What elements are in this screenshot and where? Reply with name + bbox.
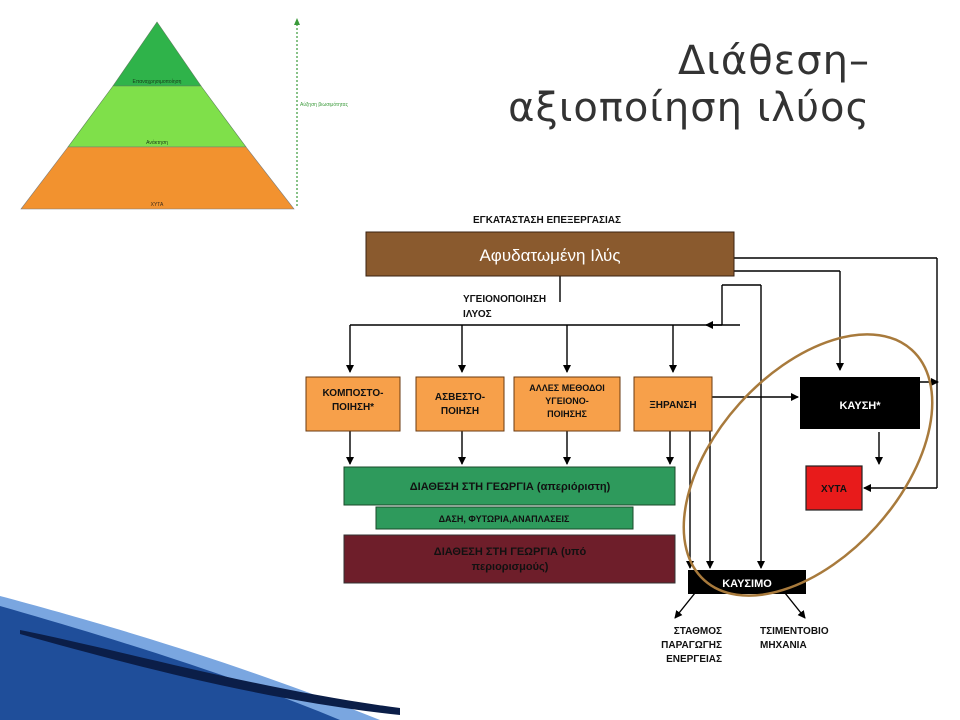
swoosh-main-band [0,606,340,720]
slide-title-line1: Διάθεση– [677,38,870,84]
drying-box [633,376,713,432]
agri-restricted-box [343,534,676,584]
agri-unrestricted-label: ΔΙΑΘΕΣΗ ΣΤΗ ΓΕΩΡΓΙΑ (απεριόριστη) [410,481,611,493]
other-methods-label-line3: ΠΟΙΗΣΗΣ [547,409,587,419]
cement-kiln-label-line2: ΜΗΧΑΝΙΑ [760,640,807,651]
power-station-label-line3: ΕΝΕΡΓΕΙΑΣ [666,654,722,665]
thermal-routes-highlight [682,333,934,597]
composting-label-line2: ΠΟΙΗΣΗ* [332,402,374,413]
pyramid-level-recovery [67,85,247,148]
agri-unrestricted-box [343,466,676,506]
composting-label-line1: ΚΟΜΠΟΣΤΟ- [323,388,384,399]
liming-label-line2: ΠΟΙΗΣΗ [441,406,479,417]
incineration-label: ΚΑΥΣΗ* [839,400,881,412]
sludge-flowchart: ΕΓΚΑΤΑΣΤΑΣΗ ΕΠΕΞΕΡΓΑΣΙΑΣ Αφυδατωμένη Ιλύ… [305,215,939,665]
liming-box [415,376,505,432]
fuel-label: ΚΑΥΣΙΜΟ [722,578,772,590]
sludge-box-label: Αφυδατωμένη Ιλύς [479,246,620,265]
other-methods-label-line2: ΥΓΕΙΟΝΟ- [545,396,588,406]
decorative-swoosh [0,596,400,720]
incineration-box [800,377,920,429]
sustainability-axis-arrowhead-icon [294,18,300,25]
other-methods-box [513,376,621,432]
swoosh-dark-band [20,630,400,715]
pyramid-label-reuse: Επαναχρησιμοποίηση [133,79,182,85]
sludge-box [365,231,735,277]
drying-label: ΞΗΡΑΝΣΗ [649,400,696,411]
agri-restricted-label-line2: περιορισμούς) [472,561,549,573]
sanitization-label-line1: ΥΓΕΙΟΝΟΠΟΙΗΣΗ [463,294,546,305]
power-station-label-line2: ΠΑΡΑΓΩΓΗΣ [661,640,722,651]
cement-kiln-label-line1: ΤΣΙΜΕΝΤΟΒΙΟ [760,626,829,637]
forests-box [375,506,634,530]
landfill-label: ΧΥΤΑ [821,484,847,495]
forests-label: ΔΑΣΗ, ΦΥΤΩΡΙΑ,ΑΝΑΠΛΑΣΕΙΣ [439,514,570,524]
liming-label-line1: ΑΣΒΕΣΤΟ- [435,392,485,403]
pyramid-level-landfill [20,146,295,210]
pyramid-label-recovery: Ανάκτηση [146,139,168,146]
slide-title-line2: αξιοποίηση ιλύος [508,85,870,131]
agri-restricted-label-line1: ΔΙΑΘΕΣΗ ΣΤΗ ΓΕΩΡΓΙΑ (υπό [434,546,587,558]
sustainability-pyramid: Επαναχρησιμοποίηση Ανάκτηση ΧΥΤΑ Αύξηση … [20,18,349,210]
composting-box [305,376,401,432]
other-methods-label-line1: ΑΛΛΕΣ ΜΕΘΟΔΟΙ [529,383,604,393]
slide-title: Διάθεση– αξιοποίηση ιλύος [420,38,870,132]
sustainability-axis-label: Αύξηση βιωσιμότητας [300,101,349,108]
plant-label: ΕΓΚΑΤΑΣΤΑΣΗ ΕΠΕΞΕΡΓΑΣΙΑΣ [473,215,621,226]
landfill-box [805,465,863,511]
flow-connectors [346,257,939,619]
pyramid-label-landfill: ΧΥΤΑ [151,202,164,208]
power-station-label-line1: ΣΤΑΘΜΟΣ [674,626,722,637]
sanitization-label-line2: ΙΛΥΟΣ [463,309,492,320]
pyramid-level-reuse [112,21,202,87]
